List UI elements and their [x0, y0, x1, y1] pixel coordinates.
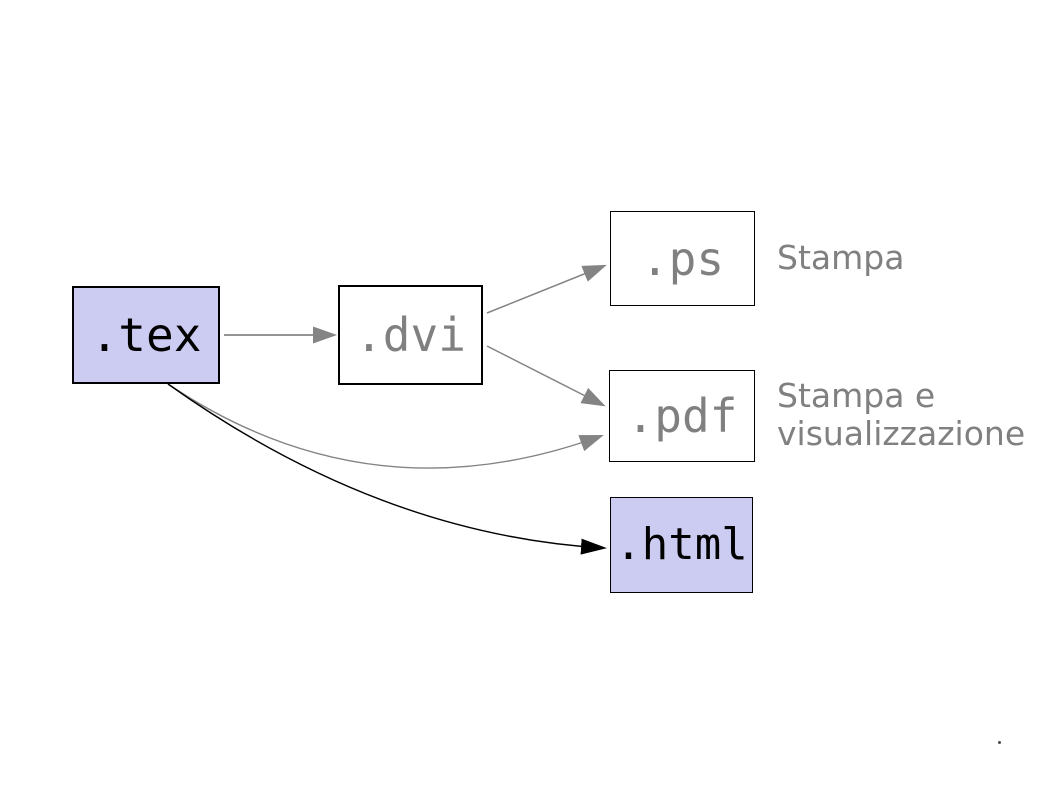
node-dvi-label: .dvi: [355, 308, 466, 362]
edge-tex-html: [167, 383, 607, 555]
node-html-label: .html: [615, 519, 748, 570]
stray-dot: [998, 741, 1001, 744]
node-tex-label: .tex: [90, 308, 202, 362]
node-ps: .ps: [610, 211, 755, 306]
annotation-pdf-line2: visualizzazione: [777, 414, 1026, 453]
node-pdf: .pdf: [609, 370, 755, 462]
node-dvi: .dvi: [338, 285, 483, 385]
annotation-pdf: Stampa e visualizzazione: [777, 377, 1025, 453]
node-ps-label: .ps: [640, 231, 725, 286]
annotation-pdf-line1: Stampa e: [777, 376, 936, 415]
node-pdf-label: .pdf: [626, 389, 738, 443]
annotation-ps-text: Stampa: [777, 238, 905, 277]
node-html: .html: [610, 497, 753, 593]
edge-tex-pdf: [167, 383, 604, 469]
annotation-ps: Stampa: [777, 239, 904, 277]
node-tex: .tex: [72, 286, 220, 384]
edge-dvi-pdf: [486, 345, 606, 407]
edge-dvi-ps: [486, 264, 607, 314]
